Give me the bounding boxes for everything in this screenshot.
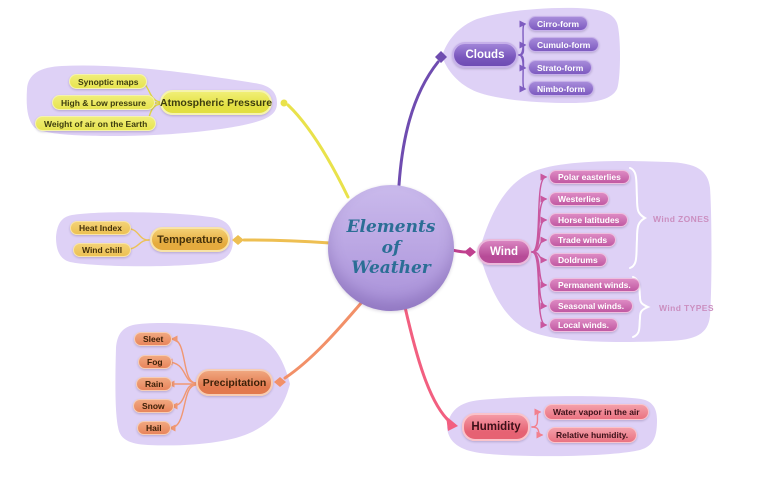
endpoint-dot-atmospheric-pressure [280, 99, 288, 107]
central-topic[interactable]: Elements of Weather [328, 185, 454, 311]
subtopic-high-low-pressure[interactable]: High & Low pressure [52, 95, 156, 110]
subtopic-wind-chill[interactable]: Wind chill [73, 243, 132, 257]
subtopic-fans [119, 20, 548, 439]
subtopic-doldrums[interactable]: Doldrums [549, 253, 607, 267]
connector-temperature [242, 238, 332, 245]
endpoint-diamond-precipitation [274, 377, 286, 387]
subtopic-cirro-form[interactable]: Cirro-form [528, 16, 589, 31]
subtopic-cumulo-form[interactable]: Cumulo-form [528, 37, 600, 52]
brace-wind-zones [629, 167, 648, 269]
wind-types-label: Wind TYPES [659, 303, 714, 313]
subtopic-nimbo-form[interactable]: Nimbo-form [528, 81, 595, 96]
node-humidity[interactable]: Humidity [462, 413, 530, 441]
node-temperature[interactable]: Temperature [150, 227, 230, 252]
fan-wind [531, 173, 548, 329]
subtopic-strato-form[interactable]: Strato-form [528, 60, 593, 75]
subtopic-seasonal-winds[interactable]: Seasonal winds. [549, 299, 634, 313]
subtopic-hail[interactable]: Hail [137, 421, 171, 435]
wind-zones-label: Wind ZONES [653, 214, 710, 224]
central-topic-line-1: Elements [346, 216, 436, 237]
subtopic-sleet[interactable]: Sleet [134, 332, 173, 346]
blob-clouds [442, 7, 620, 104]
node-wind[interactable]: Wind [477, 239, 531, 265]
subtopic-horse-latitudes[interactable]: Horse latitudes [549, 213, 629, 227]
node-atmospheric-pressure[interactable]: Atmospheric Pressure [160, 90, 272, 115]
connector-endpoints [232, 51, 476, 431]
connector-humidity [403, 305, 452, 424]
connector-atmospheric-pressure [286, 103, 350, 199]
connector-clouds [397, 60, 440, 187]
subtopic-rain[interactable]: Rain [136, 377, 173, 391]
brace-wind-types [632, 276, 651, 338]
central-topic-line-2: of [381, 237, 401, 258]
endpoint-diamond-temperature [232, 235, 244, 245]
connector-precipitation [283, 300, 364, 380]
endpoint-diamond-wind [464, 247, 476, 257]
wind-group-braces [629, 167, 651, 338]
subtopic-water-vapor[interactable]: Water vapor in the air [544, 404, 649, 420]
subtopic-relative-humidity[interactable]: Relative humidity. [547, 427, 638, 443]
subtopic-snow[interactable]: Snow [133, 399, 174, 413]
endpoint-arrow-humidity [446, 416, 458, 431]
endpoint-diamond-clouds [435, 51, 447, 63]
connector-wind [450, 248, 468, 254]
subtopic-local-winds[interactable]: Local winds. [549, 318, 619, 332]
subtopic-weight-of-air[interactable]: Weight of air on the Earth [35, 116, 157, 131]
subtopic-westerlies[interactable]: Westerlies [549, 192, 610, 206]
central-topic-line-3: Weather [351, 258, 431, 279]
fan-clouds [518, 20, 527, 93]
node-precipitation[interactable]: Precipitation [196, 369, 273, 396]
node-clouds[interactable]: Clouds [452, 42, 518, 68]
subtopic-polar-easterlies[interactable]: Polar easterlies [549, 170, 630, 184]
subtopic-heat-index[interactable]: Heat Index [70, 221, 131, 235]
subtopic-trade-winds[interactable]: Trade winds [549, 233, 617, 247]
blob-wind [479, 161, 712, 343]
subtopic-fog[interactable]: Fog [138, 355, 172, 369]
subtopic-synoptic-maps[interactable]: Synoptic maps [69, 74, 148, 89]
fan-humidity [531, 408, 544, 439]
subtopic-permanent-winds[interactable]: Permanent winds. [549, 278, 640, 292]
